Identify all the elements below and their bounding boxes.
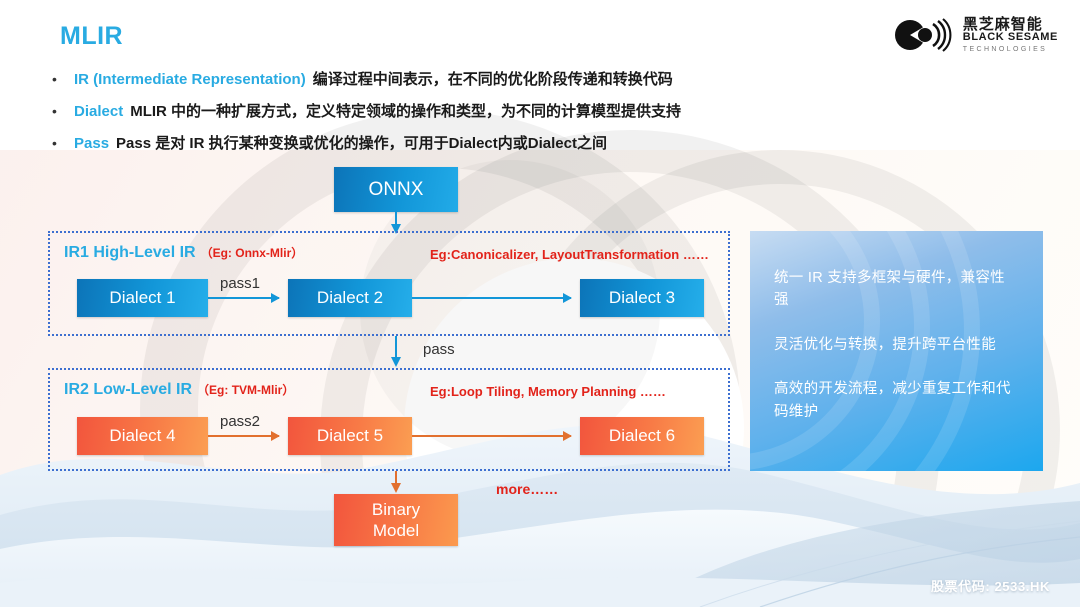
bullet-marker: •: [52, 103, 57, 119]
arrow-ir1-to-ir2: [391, 336, 401, 367]
benefits-list: 统一 IR 支持多框架与硬件，兼容性强 灵活优化与转换，提升跨平台性能 高效的开…: [750, 231, 1043, 423]
label-pass-between: pass: [423, 341, 455, 358]
bullet-marker: •: [52, 135, 57, 151]
ir2-title: IR2 Low-Level IR （Eg: TVM-Mlir）: [64, 381, 294, 399]
benefit-item-1: 统一 IR 支持多框架与硬件，兼容性强: [774, 270, 1005, 309]
ir1-title: IR1 High-Level IR （Eg: Onnx-Mlir）: [64, 244, 303, 262]
node-binary-model[interactable]: Binary Model: [334, 494, 458, 546]
node-dialect-5[interactable]: Dialect 5: [288, 417, 412, 455]
black-sesame-logo-icon: [893, 16, 953, 54]
page-title: MLIR: [60, 22, 124, 50]
node-dialect-2[interactable]: Dialect 2: [288, 279, 412, 317]
benefits-panel: 统一 IR 支持多框架与硬件，兼容性强 灵活优化与转换，提升跨平台性能 高效的开…: [750, 231, 1043, 471]
label-more: more……: [496, 481, 559, 497]
node-dialect-4[interactable]: Dialect 4: [77, 417, 208, 455]
binary-model-line-2: Model: [372, 521, 420, 540]
arrow-onnx-to-ir1: [391, 212, 401, 234]
node-onnx[interactable]: ONNX: [334, 167, 458, 212]
bullet-description: Pass 是对 IR 执行某种变换或优化的操作，可用于Dialect内或Dial…: [116, 135, 607, 152]
node-dialect-6[interactable]: Dialect 6: [580, 417, 704, 455]
label-pass2: pass2: [220, 413, 261, 430]
arrow-dialect5-to-dialect6: [412, 431, 572, 441]
node-dialect-3[interactable]: Dialect 3: [580, 279, 704, 317]
bullet-term: Pass: [74, 135, 110, 152]
logo-english-name: BLACK SESAME: [962, 31, 1058, 44]
ir2-examples: Eg:Loop Tiling, Memory Planning ……: [430, 384, 666, 399]
binary-model-line-1: Binary: [371, 499, 421, 519]
arrow-ir2-to-binary: [391, 471, 401, 493]
node-dialect-1[interactable]: Dialect 1: [77, 279, 208, 317]
bullet-marker: •: [52, 71, 57, 87]
bullet-list: • IR (Intermediate Representation) 编译过程中…: [52, 68, 952, 164]
benefit-item-3: 高效的开发流程，减少重复工作和代码维护: [774, 381, 1011, 420]
benefit-item-2: 灵活优化与转换，提升跨平台性能: [774, 336, 996, 353]
ir2-title-example: （Eg: TVM-Mlir）: [197, 383, 295, 397]
ir1-title-text: IR1 High-Level IR: [64, 244, 196, 261]
arrow-dialect4-to-dialect5: [208, 431, 280, 441]
stock-ticker: 股票代码: 2533.HK: [930, 579, 1050, 594]
arrow-dialect1-to-dialect2: [208, 293, 280, 303]
logo-chinese-name: 黑芝麻智能: [962, 15, 1043, 33]
brand-logo: 黑芝麻智能 BLACK SESAME TECHNOLOGIES: [893, 16, 1058, 54]
bullet-item-ir: • IR (Intermediate Representation) 编译过程中…: [52, 68, 952, 89]
arrow-dialect2-to-dialect3: [412, 293, 572, 303]
logo-tagline: TECHNOLOGIES: [962, 45, 1048, 53]
ir1-examples: Eg:Canonicalizer, LayoutTransformation ……: [430, 247, 709, 262]
bullet-term: IR (Intermediate Representation): [74, 71, 306, 88]
bullet-term: Dialect: [74, 103, 124, 120]
bullet-item-pass: • Pass Pass 是对 IR 执行某种变换或优化的操作，可用于Dialec…: [52, 132, 952, 153]
bullet-description: 编译过程中间表示，在不同的优化阶段传递和转换代码: [312, 71, 673, 88]
logo-wordmark: 黑芝麻智能 BLACK SESAME TECHNOLOGIES: [962, 15, 1058, 54]
ir1-title-example: （Eg: Onnx-Mlir）: [200, 246, 304, 260]
ir2-title-text: IR2 Low-Level IR: [64, 381, 193, 398]
label-pass1: pass1: [220, 275, 261, 292]
bullet-item-dialect: • Dialect MLIR 中的一种扩展方式，定义特定领域的操作和类型，为不同…: [52, 100, 952, 121]
bullet-description: MLIR 中的一种扩展方式，定义特定领域的操作和类型，为不同的计算模型提供支持: [130, 103, 682, 120]
